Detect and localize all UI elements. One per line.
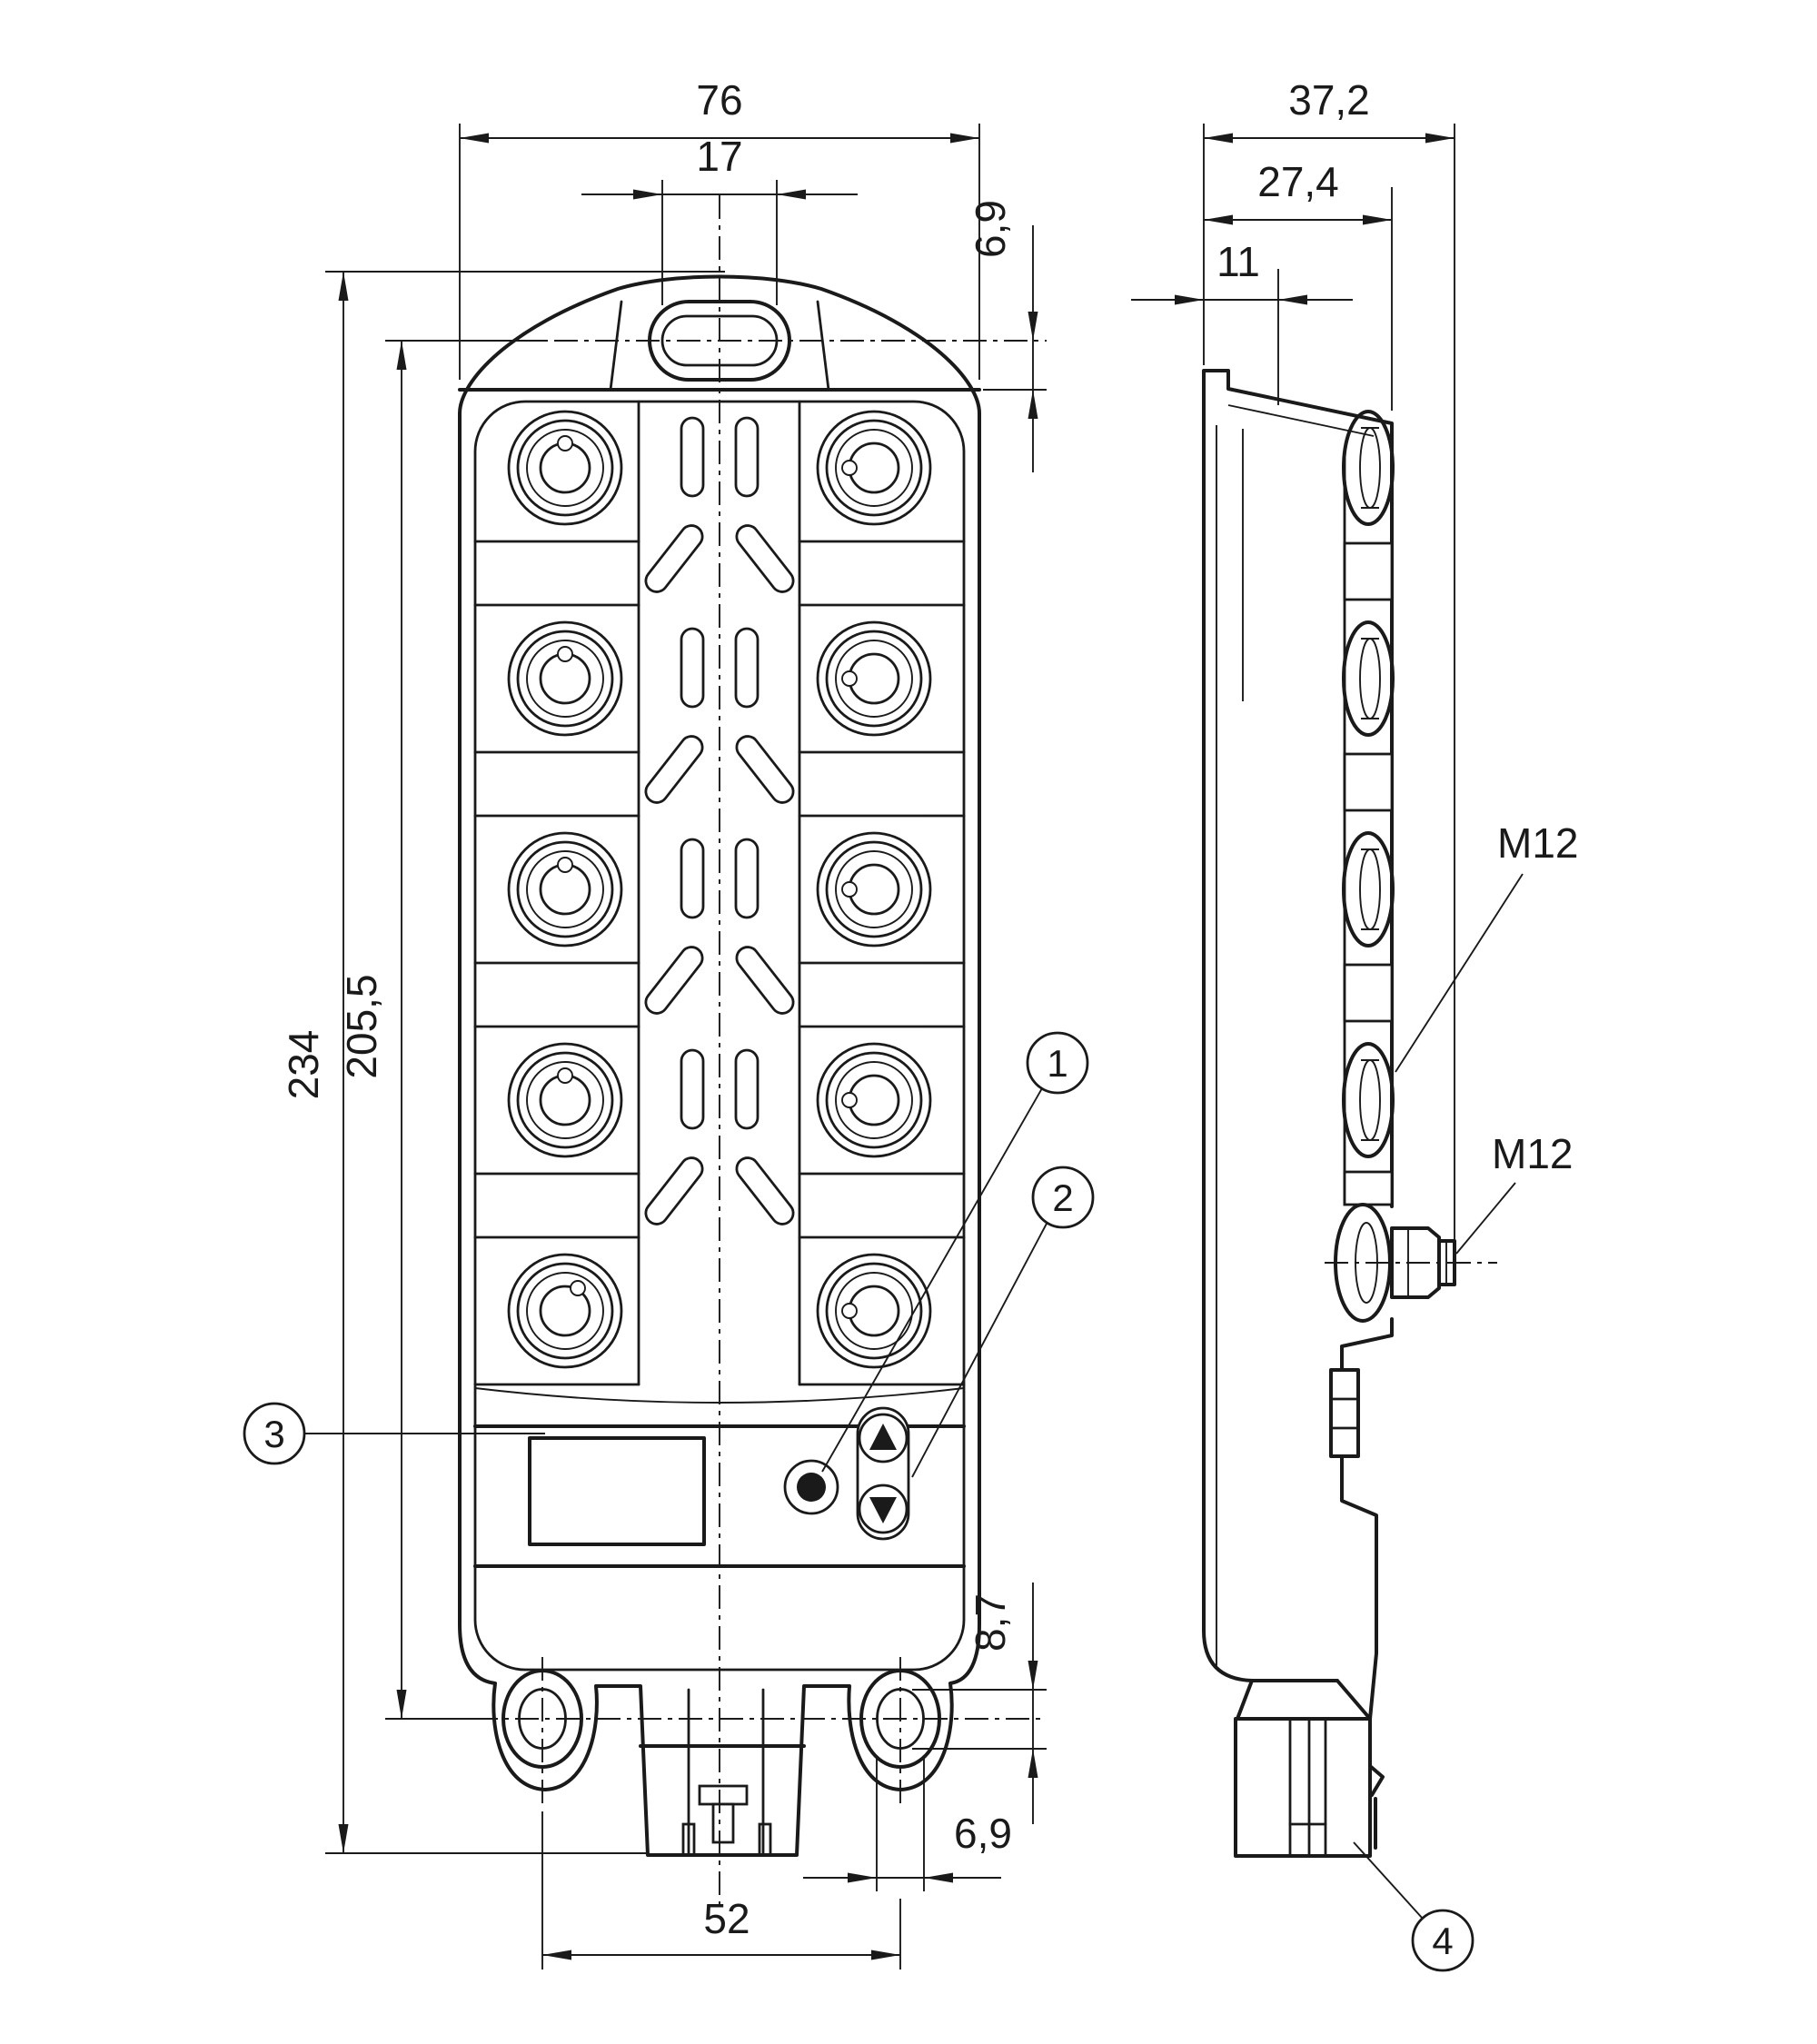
dim-overall-height: 234 — [280, 1030, 327, 1100]
side-mounting-clip — [1329, 1368, 1360, 1458]
dim-overall-depth: 37,2 — [1288, 76, 1370, 124]
tab-foot-left — [681, 1822, 696, 1857]
dim-mounting-pitch-v: 205,5 — [338, 974, 385, 1078]
dim-hole-width: 6,9 — [954, 1810, 1012, 1857]
latch-detail — [1368, 1764, 1385, 1850]
dim-hole-height: 8,7 — [967, 1593, 1014, 1652]
t-key-bar — [698, 1784, 749, 1806]
side-divider-blocks — [1343, 541, 1394, 1206]
callout-4-bottom-connector — [1411, 1909, 1474, 1972]
dim-top-offset: 11 — [1216, 238, 1260, 285]
cap-crease-right — [816, 300, 830, 392]
callout-3-display — [243, 1402, 306, 1465]
callouts: 1 2 3 — [243, 1031, 1095, 1478]
dim-body-depth: 27,4 — [1257, 158, 1339, 205]
front-view — [392, 195, 1047, 1908]
down-arrow-icon — [869, 1497, 897, 1523]
tab-foot-right — [758, 1822, 772, 1857]
dim-mounting-pitch-h: 52 — [703, 1895, 750, 1942]
m12-ports-front — [507, 410, 932, 1369]
side-view — [1202, 369, 1497, 1858]
callout-2-buttons — [1031, 1166, 1095, 1229]
dim-slot-width: 17 — [696, 133, 742, 180]
side-dimensions: 37,2 27,4 11 M12 M12 4 — [1131, 76, 1578, 1972]
cap-crease-left — [609, 300, 623, 392]
t-key-stem — [711, 1802, 735, 1844]
label-m12-side-ports: M12 — [1497, 819, 1578, 867]
callout-2-label: 2 — [1052, 1176, 1073, 1219]
label-m12-front-port: M12 — [1492, 1130, 1573, 1177]
keyway-notches — [557, 435, 858, 1319]
callout-1-label: 1 — [1047, 1042, 1067, 1085]
status-led — [797, 1473, 826, 1502]
callout-3-label: 3 — [263, 1413, 284, 1455]
front-dimensions: 76 17 6,9 234 205,5 8,7 6,9 52 — [280, 76, 1047, 1970]
side-m12-connector — [1325, 1203, 1497, 1323]
side-bottom-connector — [1234, 1717, 1385, 1858]
dim-overall-width: 76 — [696, 76, 742, 124]
callout-4-label: 4 — [1432, 1920, 1453, 1962]
dim-slot-offset: 6,9 — [967, 200, 1014, 258]
display-window — [528, 1436, 706, 1546]
connector-block-dividers — [473, 540, 966, 1386]
callout-1-led — [1026, 1031, 1089, 1095]
up-arrow-icon — [869, 1424, 897, 1450]
